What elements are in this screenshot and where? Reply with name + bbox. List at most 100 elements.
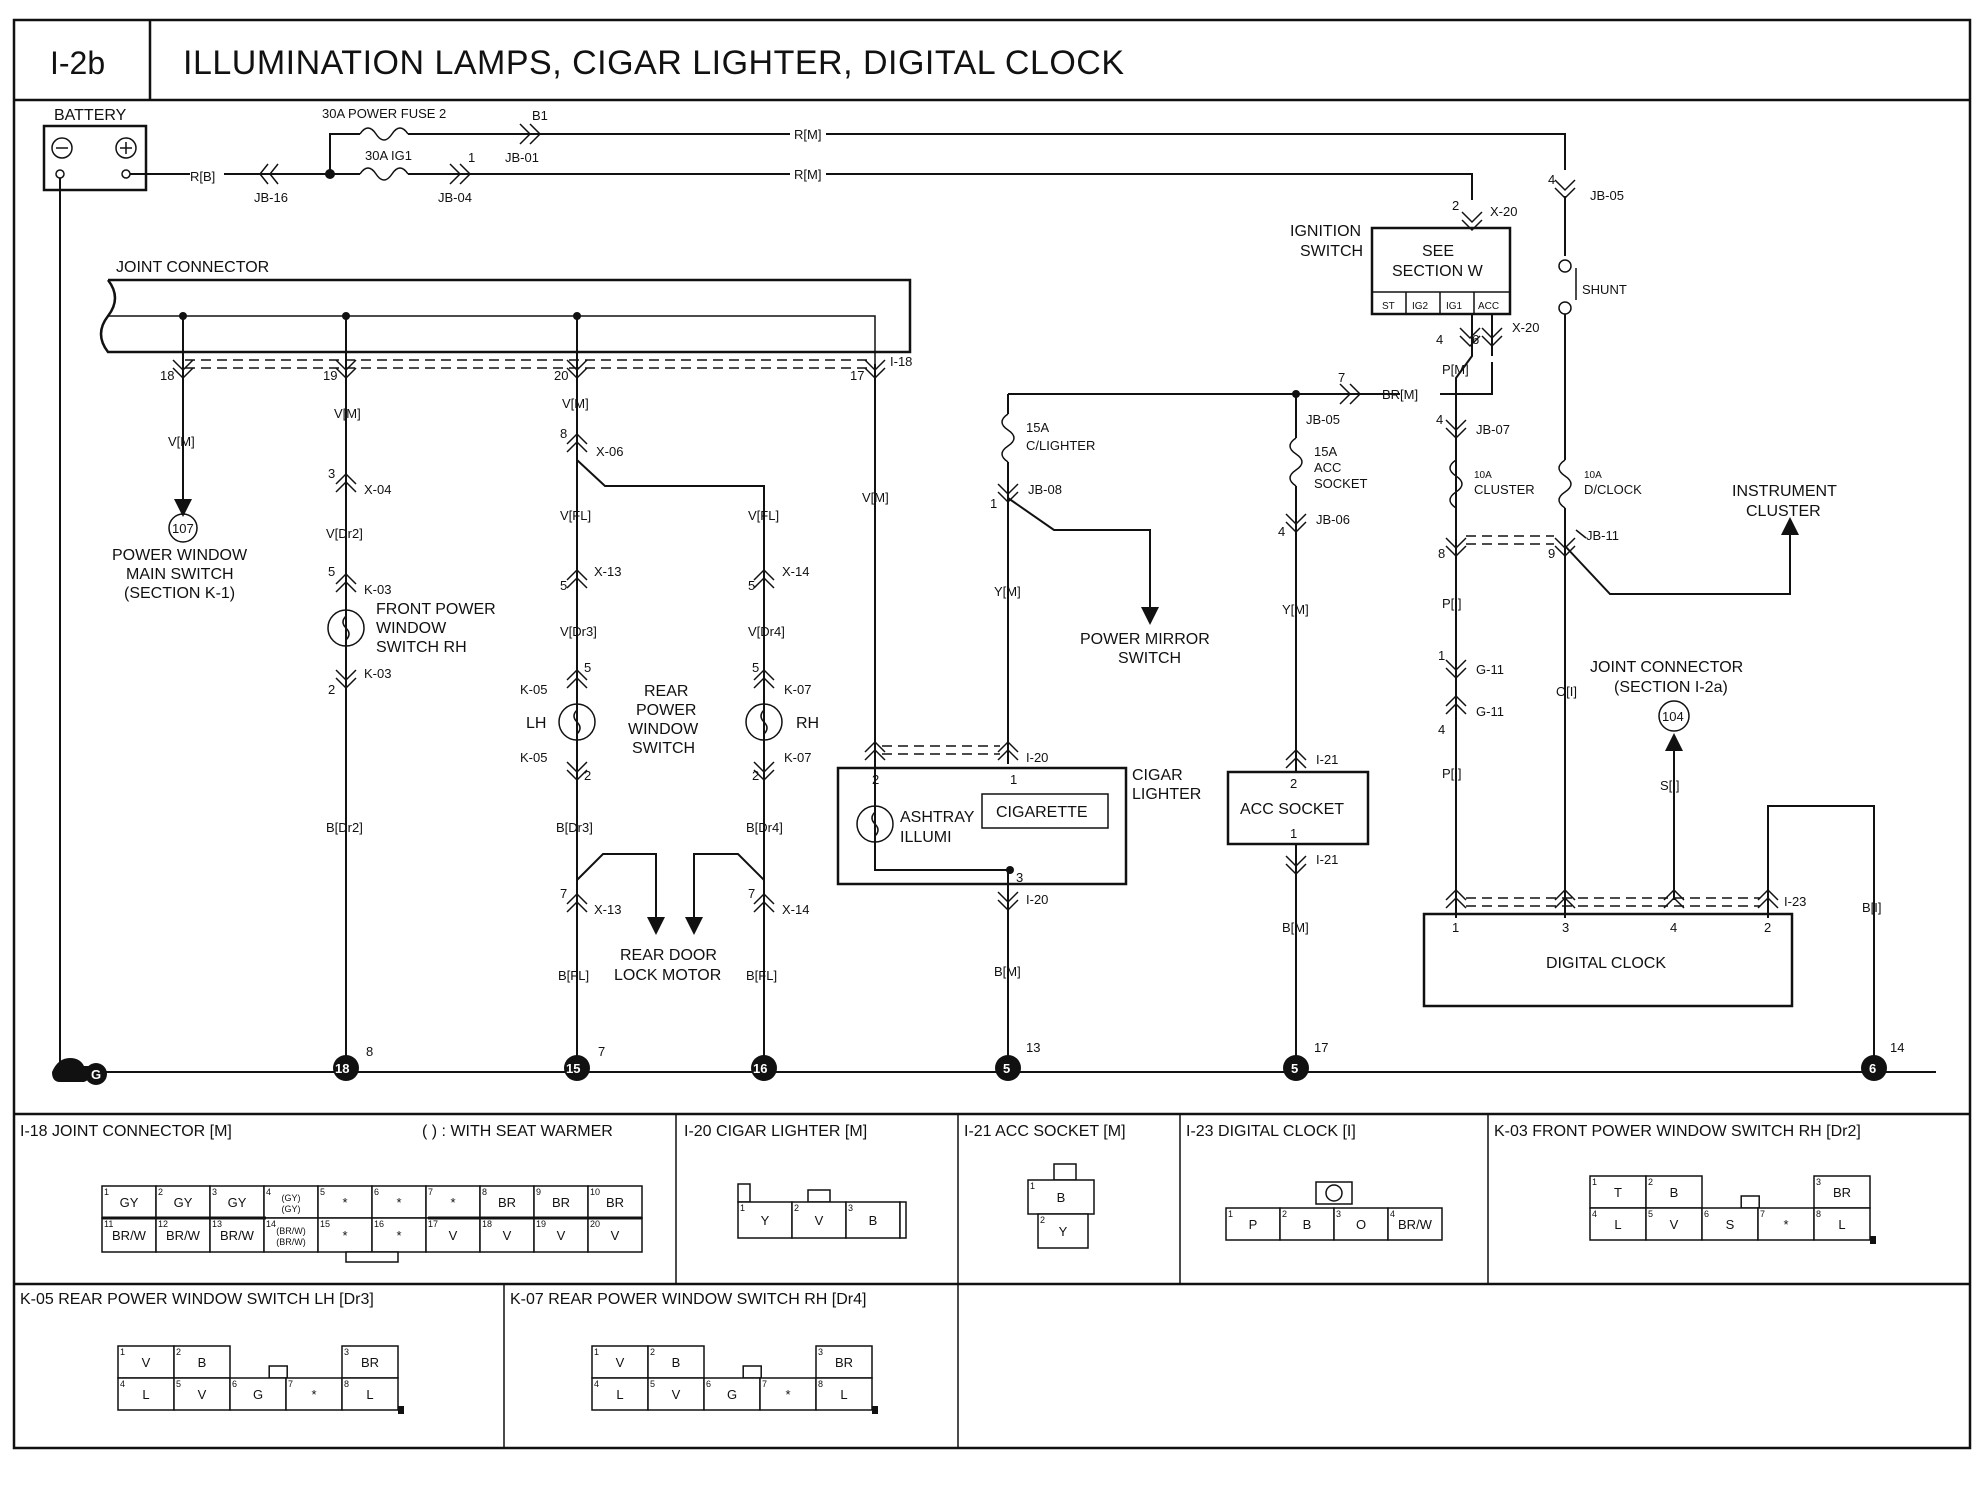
i20-cell: [737, 1201, 793, 1239]
i23-wire-color: P: [1249, 1217, 1258, 1232]
conn-x14-b: X-14: [782, 902, 809, 917]
rdlm-1: REAR DOOR: [620, 947, 717, 964]
fuse-cluster-2: CLUSTER: [1474, 482, 1535, 497]
k07-wire-color: V: [616, 1355, 625, 1370]
k05-pin5: 5: [584, 660, 591, 675]
x20-pin2: 2: [1452, 198, 1459, 213]
x13-pin7: 7: [560, 886, 567, 901]
k05-pin-no: 8: [344, 1379, 349, 1389]
conn-k03-a: K-03: [364, 582, 391, 597]
fpw-1: FRONT POWER: [376, 601, 496, 618]
i18-pin-no: 10: [590, 1187, 600, 1197]
wire-vm-c: V[M]: [562, 396, 589, 411]
i20-pin2: 2: [872, 772, 879, 787]
conn-i23: I-23: [1784, 894, 1806, 909]
ashtray-2: ILLUMI: [900, 829, 952, 846]
i21-cell: [1037, 1213, 1089, 1249]
wire-vdr3: V[Dr3]: [560, 624, 597, 639]
k03-wire-color: S: [1726, 1217, 1735, 1232]
k07-wire-color: BR: [835, 1355, 853, 1370]
i18-wire-color: BR: [606, 1195, 624, 1210]
see-1: SEE: [1422, 243, 1454, 260]
k05-wire-color: L: [142, 1387, 149, 1402]
k07-pin-no: 4: [594, 1379, 599, 1389]
conn-x04: X-04: [364, 482, 391, 497]
conn-k03-b: K-03: [364, 666, 391, 681]
rpw-3: WINDOW: [628, 721, 699, 738]
conn-jb07: JB-07: [1476, 422, 1510, 437]
ign-st: ST: [1382, 301, 1395, 312]
k03-pin-no: 8: [1816, 1209, 1821, 1219]
i18-cell: [155, 1217, 211, 1253]
k03-pin-no: 4: [1592, 1209, 1597, 1219]
k07-pin-no: 7: [762, 1379, 767, 1389]
i18-pin-no: 2: [158, 1187, 163, 1197]
k03-pin-no: 3: [1816, 1177, 1821, 1187]
wire-rb: R[B]: [190, 169, 215, 184]
k07-pin5: 5: [752, 660, 759, 675]
i18-cell: [317, 1217, 373, 1253]
i21-pin2: 2: [1290, 776, 1297, 791]
pw-main-3: (SECTION K-1): [124, 585, 235, 602]
k05-pin-no: 6: [232, 1379, 237, 1389]
jb07-pin: 4: [1436, 412, 1443, 427]
see-2: SECTION W: [1392, 263, 1484, 280]
rdlm-2: LOCK MOTOR: [614, 967, 721, 984]
title-bar: I-2b ILLUMINATION LAMPS, CIGAR LIGHTER, …: [12, 18, 1972, 1450]
pw-main-2: MAIN SWITCH: [126, 566, 234, 583]
conn-x20-b: X-20: [1512, 320, 1539, 335]
jb06-pin: 4: [1278, 524, 1285, 539]
i20-wire-color: V: [815, 1213, 824, 1228]
jc-pin-19: 19: [323, 368, 337, 383]
i21-pin1: 1: [1290, 826, 1297, 841]
fuse-dclock-2: D/CLOCK: [1584, 482, 1642, 497]
wire-bdr4: B[Dr4]: [746, 820, 783, 835]
conn-k07-b: K-07: [784, 750, 811, 765]
wire-oi: O[I]: [1556, 684, 1577, 699]
ground-5a: 5: [1003, 1061, 1010, 1076]
k07-pin2: 2: [752, 768, 759, 783]
i18-cell: [317, 1185, 373, 1219]
i18-pin-no: 15: [320, 1219, 330, 1229]
k05-pin-no: 4: [120, 1379, 125, 1389]
ground-5b-n: 17: [1314, 1040, 1328, 1055]
i21-wire-color: B: [1057, 1190, 1066, 1205]
i18-wire-color-alt: (BR/W): [276, 1237, 306, 1247]
x04-pin: 3: [328, 466, 335, 481]
conn-g11-a: G-11: [1476, 662, 1504, 677]
k07-cell: [759, 1377, 817, 1411]
jb11-pin9: 9: [1548, 546, 1555, 561]
x14-pin5: 5: [748, 578, 755, 593]
k07-cell: [591, 1377, 649, 1411]
i20-pin3: 3: [1016, 870, 1023, 885]
ground-15: 15: [566, 1061, 580, 1076]
i23-wire-color: O: [1356, 1217, 1366, 1232]
i18-pin-no: 11: [104, 1219, 113, 1229]
k03-cell: [1589, 1175, 1647, 1209]
k07-wire-color: G: [727, 1387, 737, 1402]
k03-pin-no: 5: [1648, 1209, 1653, 1219]
i23-cell: [1387, 1207, 1443, 1241]
jc104-2: (SECTION I-2a): [1614, 679, 1728, 696]
i23-wire-color: B: [1303, 1217, 1312, 1232]
wire-brm: BR[M]: [1382, 387, 1418, 402]
i18-pin-no: 20: [590, 1219, 600, 1229]
k03-cell: [1589, 1207, 1647, 1241]
g11-pin1: 1: [1438, 648, 1445, 663]
ground-18-n: 8: [366, 1044, 373, 1059]
diagram-title: ILLUMINATION LAMPS, CIGAR LIGHTER, DIGIT…: [183, 44, 1125, 82]
g11-pin4: 4: [1438, 722, 1445, 737]
i20-pin-no: 2: [794, 1203, 799, 1213]
ign-2: SWITCH: [1300, 243, 1363, 260]
wire-vm-d: V[M]: [862, 490, 889, 505]
wire-pi-a: P[I]: [1442, 596, 1462, 611]
i18-pin-no: 14: [266, 1219, 276, 1229]
k05-cell: [117, 1345, 175, 1379]
fuse-cluster-1: 10A: [1474, 470, 1492, 481]
i18-wire-color: BR/W: [112, 1228, 147, 1243]
ref-104: 104: [1662, 709, 1684, 724]
k05-wire-color: L: [366, 1387, 373, 1402]
i23-key: [1325, 1184, 1343, 1202]
jc-pin-18: 18: [160, 368, 174, 383]
